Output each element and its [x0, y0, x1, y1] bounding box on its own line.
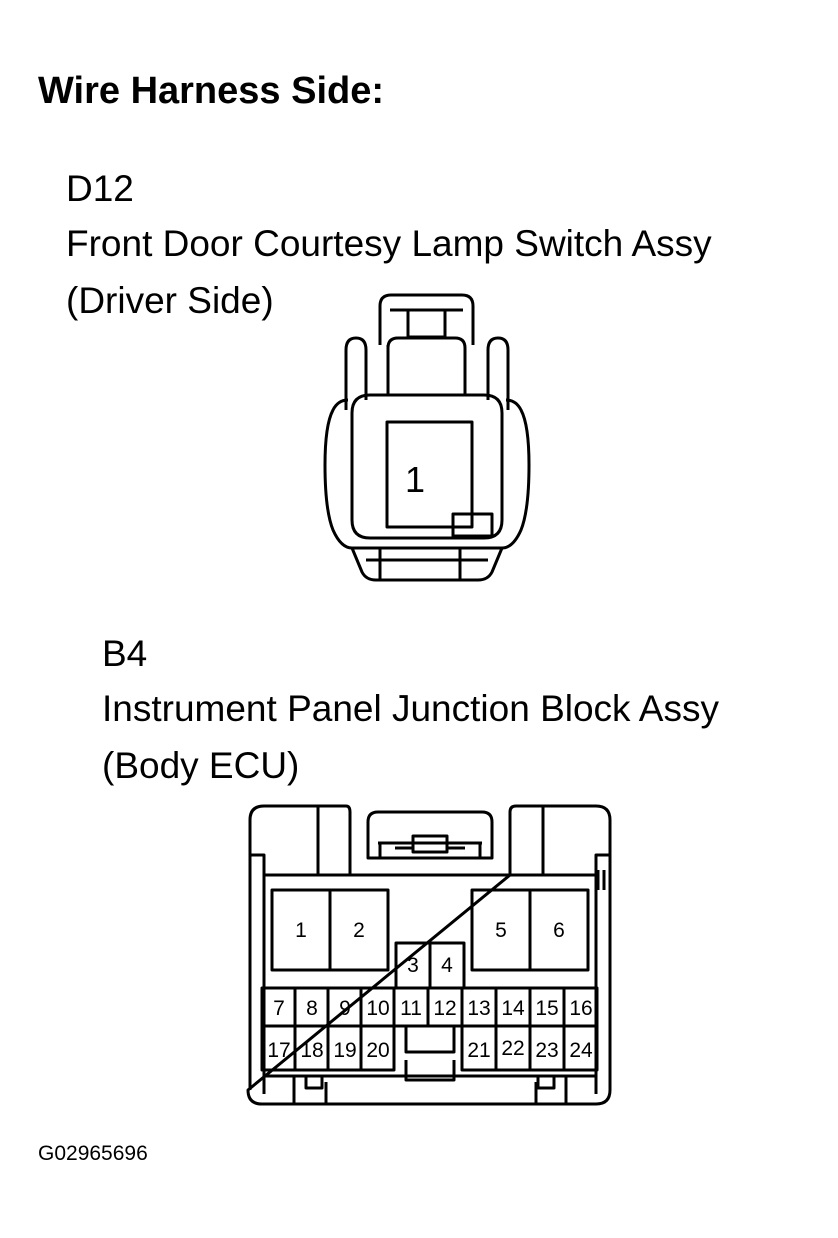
figure-id: G02965696: [38, 1142, 148, 1165]
b4-pin-4: 4: [441, 954, 453, 977]
b4-pin-11: 11: [400, 997, 422, 1020]
b4-pin-9: 9: [339, 997, 351, 1020]
b4-pin-6: 6: [553, 919, 565, 942]
connector-b4-outline: [246, 804, 612, 1106]
b4-pin-8: 8: [306, 997, 318, 1020]
b4-pin-18: 18: [300, 1039, 323, 1062]
b4-pin-12: 12: [433, 997, 456, 1020]
connector-d12-code: D12: [66, 168, 134, 209]
connector-b4-name: Instrument Panel Junction Block Assy: [102, 688, 719, 729]
connector-b4-code: B4: [102, 633, 148, 674]
b4-pin-7: 7: [273, 997, 285, 1020]
b4-pin-22: 22: [501, 1037, 524, 1060]
connector-d12-name: Front Door Courtesy Lamp Switch Assy: [66, 223, 712, 264]
b4-pin-3: 3: [407, 954, 419, 977]
connector-d12-subtitle: (Driver Side): [66, 280, 274, 321]
b4-pin-23: 23: [535, 1039, 558, 1062]
connector-b4-subtitle: (Body ECU): [102, 745, 300, 786]
b4-pin-15: 15: [535, 997, 558, 1020]
b4-pin-17: 17: [267, 1039, 290, 1062]
b4-pin-10: 10: [366, 997, 389, 1020]
diagram-heading: Wire Harness Side:: [38, 70, 385, 112]
b4-pin-21: 21: [467, 1039, 490, 1062]
b4-pin-14: 14: [501, 997, 525, 1020]
d12-pin-1: 1: [405, 459, 425, 500]
b4-pin-1: 1: [295, 919, 307, 942]
b4-pin-19: 19: [333, 1039, 356, 1062]
b4-pin-5: 5: [495, 919, 507, 942]
b4-pin-2: 2: [353, 919, 365, 942]
b4-pin-20: 20: [366, 1039, 389, 1062]
b4-pin-13: 13: [467, 997, 490, 1020]
b4-pin-24: 24: [569, 1039, 593, 1062]
connector-d12-outline: [323, 293, 531, 582]
b4-pin-16: 16: [569, 997, 592, 1020]
